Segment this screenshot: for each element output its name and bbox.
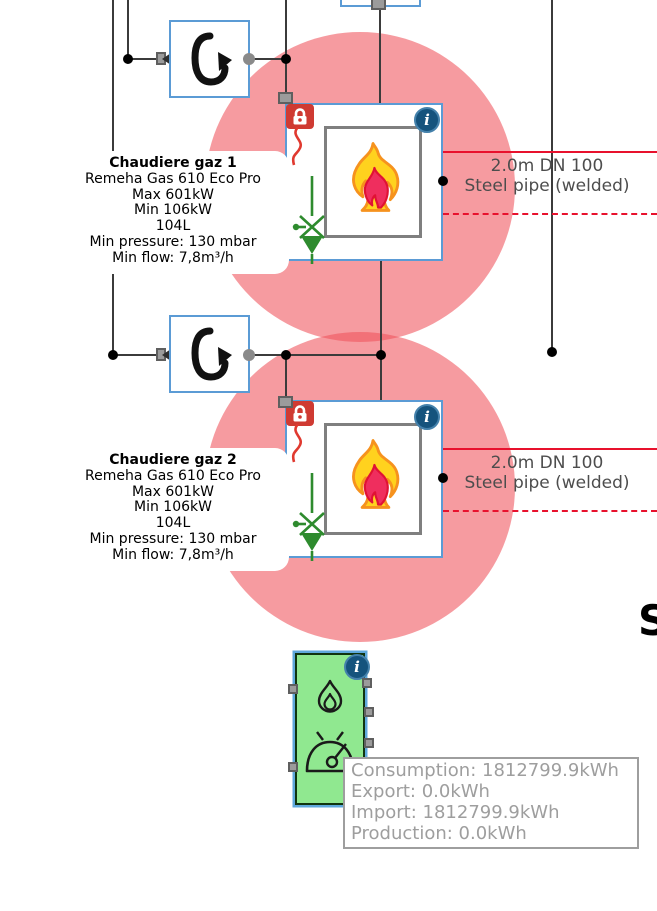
info-icon[interactable]: i [344,654,370,680]
pipe-2-type: Steel pipe (welded) [464,472,630,493]
burner-box[interactable] [324,126,422,238]
pipe-2-return[interactable] [443,510,657,512]
boiler-1-spec-label: Chaudiere gaz 1 Remeha Gas 610 Eco Pro M… [57,151,289,274]
tooltip-consumption: Consumption: 1812799.9kWh [351,760,619,781]
line-topbox-to-boiler1 [379,7,381,103]
info-icon[interactable]: i [414,107,440,133]
pipe-2-size: 2.0m DN 100 [490,453,604,473]
boiler-2-min-pressure: Min pressure: 130 mbar [89,530,257,547]
pipe-1-flow[interactable] [441,151,657,153]
boiler-2-volume: 104L [155,515,191,532]
pump-icon [190,32,232,86]
tooltip-production: Production: 0.0kWh [351,823,527,844]
boiler-1-min-power: Min 106kW [134,202,212,219]
meter-handle[interactable] [288,684,298,694]
flame-icon [352,142,400,212]
pipe-1-return[interactable] [443,213,657,215]
boiler-2[interactable]: i [285,400,443,561]
pipe-2-label: 2.0m DN 100 Steel pipe (welded) [438,453,656,493]
pipe-1-type: Steel pipe (welded) [464,175,630,196]
boiler-2-top-port[interactable] [278,396,293,408]
supply-line-pump1 [127,0,129,59]
boiler-2-min-flow: Min flow: 7,8m³/h [112,546,234,563]
boiler-1-model: Remeha Gas 610 Eco Pro [85,170,261,187]
meter-tooltip: Consumption: 1812799.9kWh Export: 0.0kWh… [343,757,639,849]
meter-handle[interactable] [364,707,374,717]
lock-glyph-icon [293,107,307,124]
junction-dot [376,350,386,360]
burner-box[interactable] [324,423,422,535]
boiler-2-name: Chaudiere gaz 2 [109,452,237,468]
info-glyph: i [354,658,360,676]
junction-dot [108,350,118,360]
info-glyph: i [424,408,430,426]
boiler-2-right-port-dot [438,473,448,483]
info-icon[interactable]: i [414,404,440,430]
pump-1[interactable] [169,20,250,98]
line-to-boiler2-top [285,355,287,397]
info-glyph: i [424,111,430,129]
lock-glyph-icon [293,404,307,421]
boiler-1-volume: 104L [155,218,191,235]
meter-handle[interactable] [362,678,372,688]
junction-dot [281,54,291,64]
lock-leash-icon [291,127,303,166]
line-pump1-inlet [128,58,164,60]
gas-valve-icon [292,176,325,264]
pipe-1-label: 2.0m DN 100 Steel pipe (welded) [438,156,656,196]
pump-2-outlet-port[interactable] [243,349,255,361]
pump-icon [190,327,232,381]
boiler-2-min-power: Min 106kW [134,499,212,516]
boiler-2-spec-label: Chaudiere gaz 2 Remeha Gas 610 Eco Pro M… [57,448,289,571]
meter-handle[interactable] [364,738,374,748]
pump-1-outlet-port[interactable] [243,53,255,65]
line-pump2-outlet [253,354,382,356]
pipe-1-size: 2.0m DN 100 [490,156,604,176]
gas-flame-icon [317,679,343,713]
lock-icon[interactable] [286,401,314,426]
tooltip-import: Import: 1812799.9kWh [351,802,560,823]
line-pump1-outlet [253,58,287,60]
gas-valve-icon [292,473,325,561]
tooltip-export: Export: 0.0kWh [351,781,490,802]
pump-2[interactable] [169,315,250,393]
boiler-1-min-flow: Min flow: 7,8m³/h [112,249,234,266]
cutoff-heading-text: S [638,596,657,645]
pipe-2-flow[interactable] [441,448,657,450]
boiler-1-top-port[interactable] [278,92,293,104]
boiler-1-min-pressure: Min pressure: 130 mbar [89,233,257,250]
line-right-vertical [551,0,553,352]
boiler-1[interactable]: i [285,103,443,264]
lock-leash-icon [291,424,303,463]
line-end-dot [547,347,557,357]
flame-icon [352,439,400,509]
boiler-2-max-power: Max 601kW [131,483,215,500]
line-pump2-inlet [113,354,164,356]
boiler-1-max-power: Max 601kW [131,186,215,203]
boiler-1-right-port-dot [438,176,448,186]
top-component-port[interactable] [371,0,386,10]
line-to-boiler1-top [285,0,287,93]
lock-icon[interactable] [286,104,314,129]
line-boiler1-to-boiler2 [380,261,382,400]
junction-dot [123,54,133,64]
boiler-2-model: Remeha Gas 610 Eco Pro [85,467,261,484]
junction-dot [281,350,291,360]
meter-handle[interactable] [288,762,298,772]
boiler-1-name: Chaudiere gaz 1 [109,155,237,171]
